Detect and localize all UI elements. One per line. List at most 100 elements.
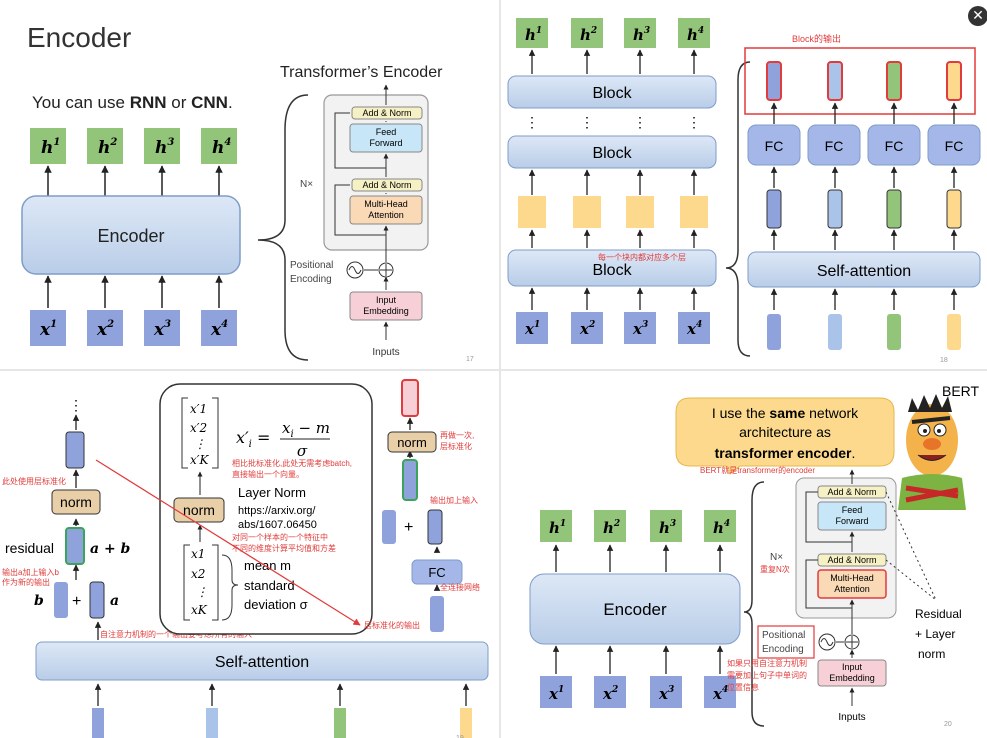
s2-dots-3: ⋮ (633, 114, 647, 130)
s3-arrows (72, 414, 470, 706)
s2-in-vec-2 (828, 314, 842, 350)
s3-in-vec-2 (206, 708, 218, 738)
s3-annot-formula-3: 对同一个样本的一个特征中 (232, 532, 328, 542)
s3-ln-out-vec (65, 431, 85, 469)
s2-yellow-vectors (518, 196, 708, 228)
s1-input-x2 (87, 310, 123, 346)
s3-residual-vec (65, 527, 85, 565)
s1-add-norm-1 (351, 106, 423, 120)
svg-text:x′1: x′1 (190, 402, 207, 416)
s2-fc-4-label: FC (945, 138, 964, 154)
s4-speech-bubble (675, 397, 895, 475)
s1-embed-label-2: Embedding (363, 306, 409, 316)
s3-a-label: a (110, 593, 119, 609)
s4-embed-label-1: Input (842, 662, 863, 672)
s4-h1: h1 (549, 519, 566, 537)
s2-out-vec-2 (827, 61, 843, 101)
s3-red-arrow (95, 459, 361, 626)
s4-outputs: h1 h2 h3 h4 (540, 510, 736, 542)
s2-in-vec-3 (887, 314, 901, 350)
s1-output-h2 (87, 128, 123, 164)
s3-norm-1 (51, 489, 101, 515)
s4-encoder-label: Encoder (603, 600, 667, 619)
s2-block-top-label: Block (592, 85, 632, 102)
s4-brace (743, 481, 765, 727)
s2-x2: x2 (579, 320, 595, 338)
s3-std-label-2: deviation σ (244, 597, 308, 612)
s1-input-x4 (201, 310, 237, 346)
s3-in-vec-4 (460, 708, 472, 738)
slide1-subtitle: You can use RNN or CNN. (32, 93, 233, 112)
s3-vec-bottom: x1 x2 ⋮ xK (191, 547, 208, 617)
s3-residual-label: residual (5, 540, 54, 556)
s4-nx-cn: 重复N次 (760, 564, 790, 574)
s3-annot-formula-1: 相比批标准化,此处无需考虑batch, (232, 458, 352, 468)
s3-annot-use-ln: 此处使用层标准化 (2, 476, 66, 486)
s2-dots-4: ⋮ (687, 114, 701, 130)
s3-self-attention-label: Self-attention (215, 654, 309, 671)
s3-self-attention (35, 641, 489, 681)
s3-top-dots: ⋮ (69, 397, 83, 413)
s3-vec-top: x′1 x′2 ⋮ x′K (190, 402, 209, 467)
bert-character-icon (898, 394, 966, 510)
s3-annot-residual-1: 输出a加上输入b (2, 567, 59, 577)
s2-x3: x3 (632, 320, 648, 338)
s2-page-number: 18 (940, 357, 948, 364)
svg-text:x1: x1 (191, 547, 205, 561)
s4-annot-bert: BERT就是transformer的encoder (700, 465, 815, 475)
s2-right-arrows (770, 102, 958, 310)
s3-fc-base-vec (430, 596, 444, 632)
s3-fc-in-vec (382, 510, 396, 544)
s4-x2: x2 (602, 685, 618, 703)
s2-dots-2: ⋮ (580, 114, 594, 130)
s2-x1: x1 (524, 320, 540, 338)
s4-inputs (540, 676, 736, 708)
transformer-title: Transformer’s Encoder (280, 64, 443, 81)
svg-text:xK: xK (191, 603, 208, 617)
s2-in-vec-4 (947, 314, 961, 350)
s1-up-arrows (44, 165, 223, 308)
s2-block-mid (507, 135, 717, 169)
s1-pos-label-2: Encoding (290, 274, 332, 285)
s3-in-vec-3 (334, 708, 346, 738)
s2-x4: x4 (686, 320, 702, 338)
s3-url-1: https://arxiv.org/ (238, 505, 316, 517)
s3-url-2: abs/1607.06450 (238, 519, 317, 531)
s2-out-vec-1 (766, 61, 782, 101)
close-button[interactable]: ✕ (968, 6, 987, 26)
s1-ff-label-2: Forward (369, 138, 402, 148)
s2-mid-vec-3 (886, 189, 902, 229)
s2-mid-vec-1 (766, 189, 782, 229)
s1-add-norm-2-label: Add & Norm (362, 180, 411, 190)
s1-transformer-arrows (334, 84, 394, 290)
s2-annot-layers: 每一个块内都对应多个层 (598, 252, 686, 262)
slide-layer-norm: Self-attention 自注意力机制的一个输出要考虑所有的输入 ⋮ nor… (2, 379, 489, 738)
s2-fc-2-label: FC (825, 138, 844, 154)
s3-b-label: b (34, 593, 44, 609)
s2-block-bottom-label: Block (592, 262, 632, 279)
s2-fc-3-label: FC (885, 138, 904, 154)
s4-dotted-pointers (885, 491, 937, 601)
s4-bubble-line-2: architecture as (739, 424, 831, 440)
s2-self-attention-label: Self-attention (817, 263, 911, 280)
s4-pos-label-1: Positional (762, 630, 805, 641)
s4-add-norm-1-label: Add & Norm (827, 487, 876, 497)
s3-formula-num: xi − m (282, 419, 330, 440)
s2-fc-2 (807, 124, 861, 166)
s4-arrows (552, 544, 724, 674)
s4-add-norm-2-label: Add & Norm (827, 555, 876, 565)
slide-block-structure: h1 h2 h3 h4 Block ⋮ ⋮ ⋮ ⋮ Block Block 每一… (507, 18, 981, 364)
svg-text:⋮: ⋮ (196, 585, 208, 599)
s2-output-highlight (744, 47, 976, 115)
s3-a-vec (89, 581, 105, 619)
s1-outputs: h1 h2 h3 h4 (30, 128, 237, 164)
s2-fc-1 (747, 124, 801, 166)
s1-nx-label: N× (300, 179, 313, 190)
s1-output-h4 (201, 128, 237, 164)
s3-annot-norm-again-2: 层标准化 (440, 441, 472, 451)
s4-ff-label-2: Forward (835, 516, 868, 526)
s1-mha (349, 195, 423, 225)
s2-h4: h4 (687, 26, 704, 44)
s1-encoder-box (21, 195, 241, 275)
s4-annot-pos-3: 位置信息 (727, 682, 759, 692)
